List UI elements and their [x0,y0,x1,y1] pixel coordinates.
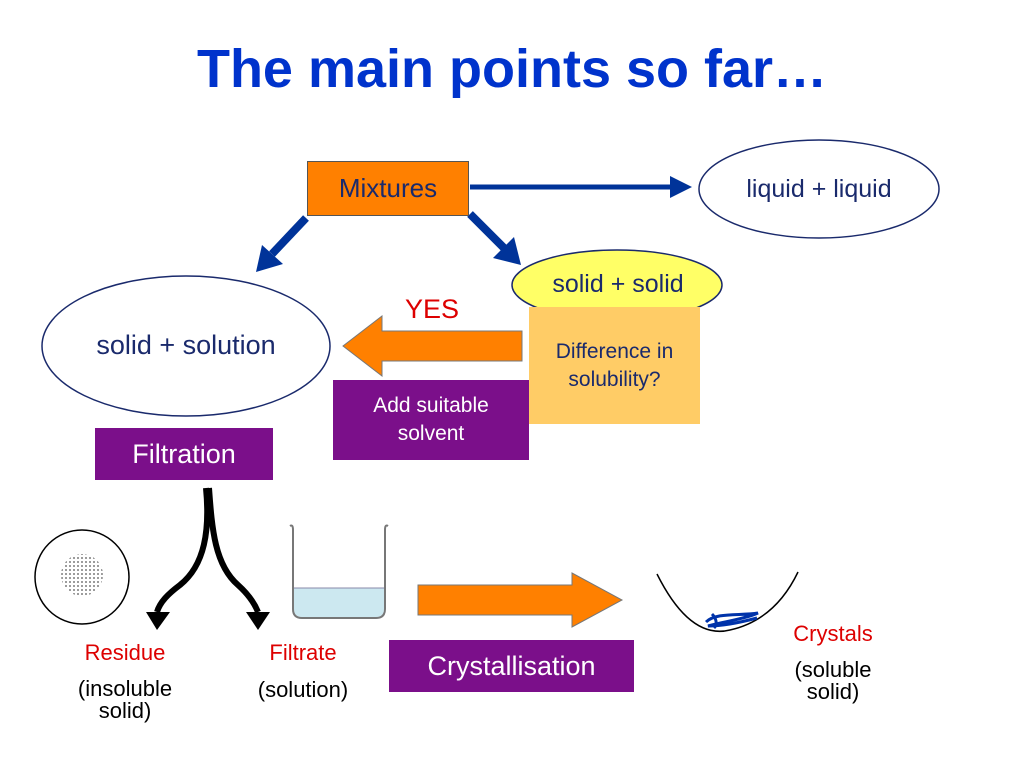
crystals-description: (soluble solid) [794,657,872,704]
evaporating-dish-icon [656,571,799,632]
solid-solid-label: solid + solid [552,270,684,298]
arrow-head-filtrate [246,612,270,630]
yes-label: YES [404,294,460,324]
filtration-split-arrows [154,487,261,614]
solid-solution-label: solid + solution [96,330,276,360]
difference-in-solubility-box: Difference in solubility? [529,307,700,424]
add-suitable-solvent-box: Add suitable solvent [333,380,529,460]
filtrate-description: (solution) [257,677,349,702]
crystallisation-box: Crystallisation [389,640,634,692]
residue-label: Residue [84,640,166,665]
yes-arrow [342,314,523,378]
arrow-to-solid-solid [467,211,521,265]
filter-paper-icon [34,529,130,625]
beaker-icon [289,524,389,619]
liquid-liquid-label: liquid + liquid [746,175,892,203]
residue-description: (insoluble solid) [77,676,173,723]
liquid-liquid-ellipse [698,139,940,239]
arrow-to-solid-solution [256,215,309,272]
arrow-to-liquid-liquid [470,176,692,198]
arrow-head-residue [146,612,170,630]
crystallisation-arrow [417,572,624,628]
page-title: The main points so far… [196,39,828,99]
solid-solution-ellipse [41,275,331,417]
filtration-box: Filtration [95,428,273,480]
filtrate-label: Filtrate [269,640,337,665]
crystals-icon [704,611,759,630]
mixtures-box: Mixtures [307,161,469,216]
crystals-label: Crystals [793,621,873,646]
